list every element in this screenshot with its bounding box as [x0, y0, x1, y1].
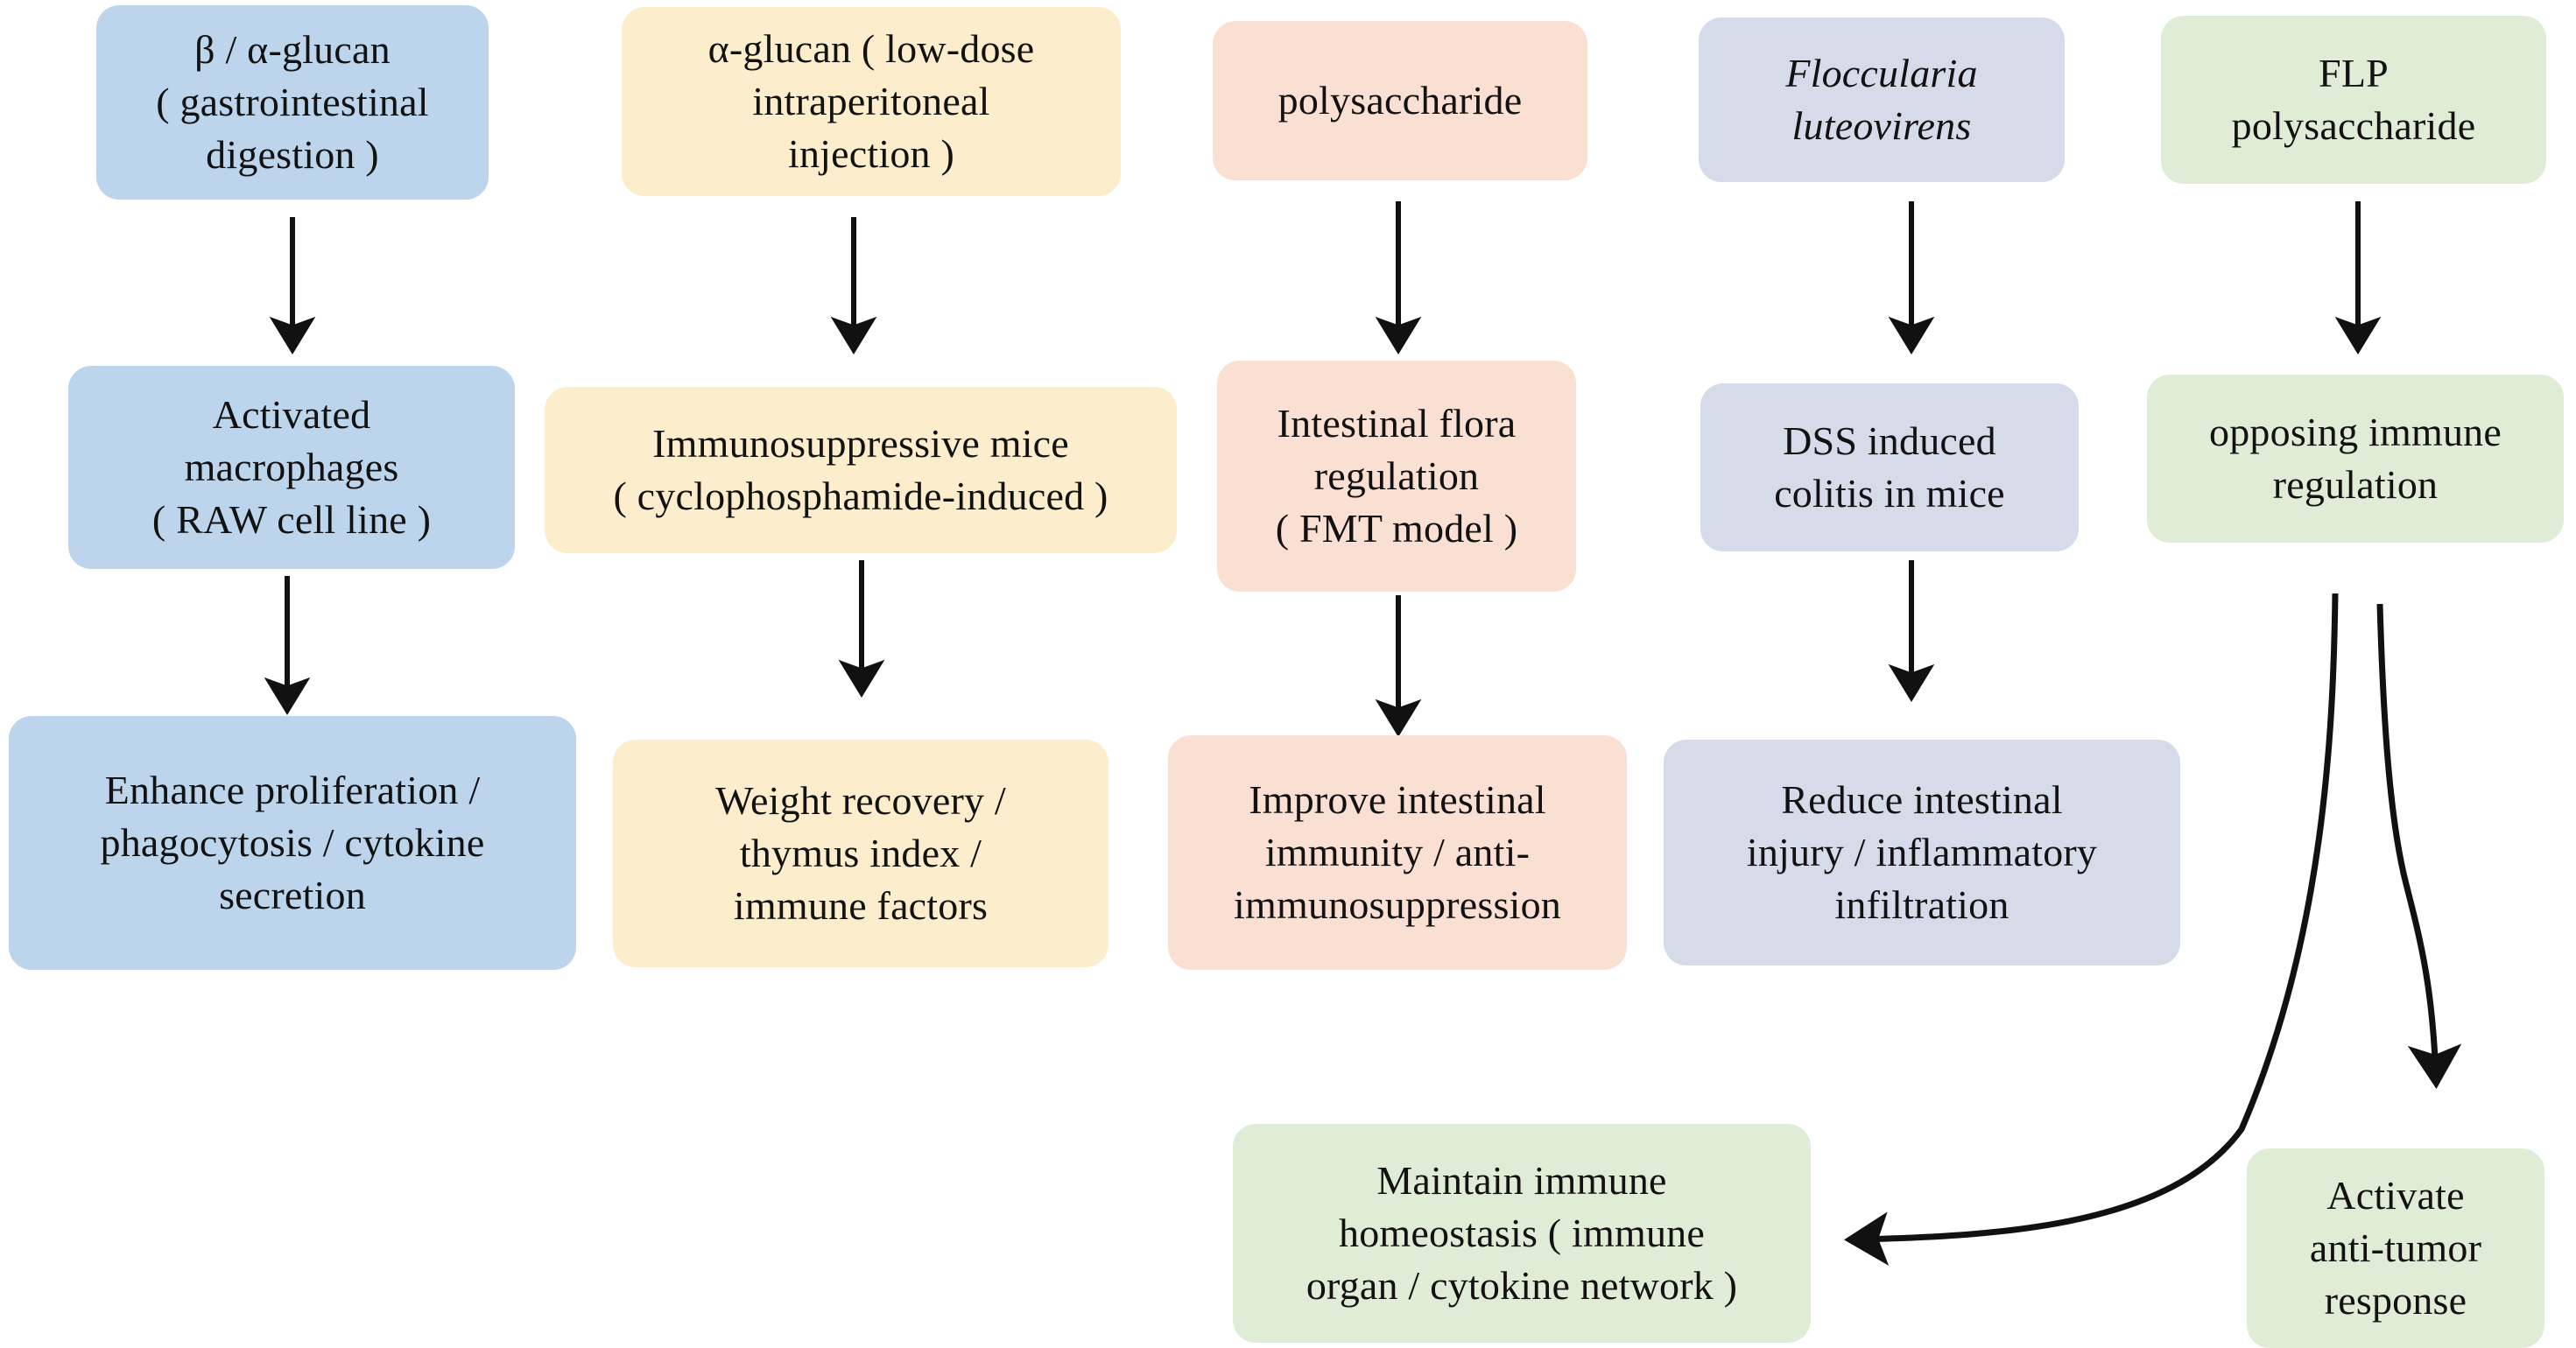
- node-immunosuppressive-mice[interactable]: Immunosuppressive mice ( cyclophosphamid…: [545, 387, 1177, 553]
- node-reduce-intestinal-injury[interactable]: Reduce intestinal injury / inflammatory …: [1664, 740, 2180, 965]
- node-flp-polysaccharide[interactable]: FLP polysaccharide: [2161, 16, 2546, 184]
- node-alpha-glucan-injection[interactable]: α-glucan ( low-dose intraperitoneal inje…: [622, 7, 1121, 196]
- node-polysaccharide[interactable]: polysaccharide: [1213, 21, 1587, 180]
- node-enhance-proliferation[interactable]: Enhance proliferation / phagocytosis / c…: [9, 716, 576, 970]
- node-floccularia-luteovirens[interactable]: Floccularia luteovirens: [1699, 18, 2065, 182]
- node-beta-alpha-glucan[interactable]: β / α-glucan ( gastrointestinal digestio…: [96, 5, 489, 200]
- arrow-n10-n16: [2376, 603, 2462, 1089]
- node-dss-colitis[interactable]: DSS induced colitis in mice: [1700, 383, 2079, 551]
- node-intestinal-flora-regulation[interactable]: Intestinal flora regulation ( FMT model …: [1217, 361, 1576, 592]
- node-improve-intestinal-immunity[interactable]: Improve intestinal immunity / anti- immu…: [1168, 735, 1627, 970]
- node-activate-anti-tumor-response[interactable]: Activate anti-tumor response: [2247, 1148, 2544, 1348]
- node-weight-recovery[interactable]: Weight recovery / thymus index / immune …: [613, 740, 1109, 967]
- node-maintain-immune-homeostasis[interactable]: Maintain immune homeostasis ( immune org…: [1233, 1124, 1811, 1343]
- node-activated-macrophages[interactable]: Activated macrophages ( RAW cell line ): [68, 366, 515, 569]
- node-opposing-immune-regulation[interactable]: opposing immune regulation: [2147, 375, 2564, 543]
